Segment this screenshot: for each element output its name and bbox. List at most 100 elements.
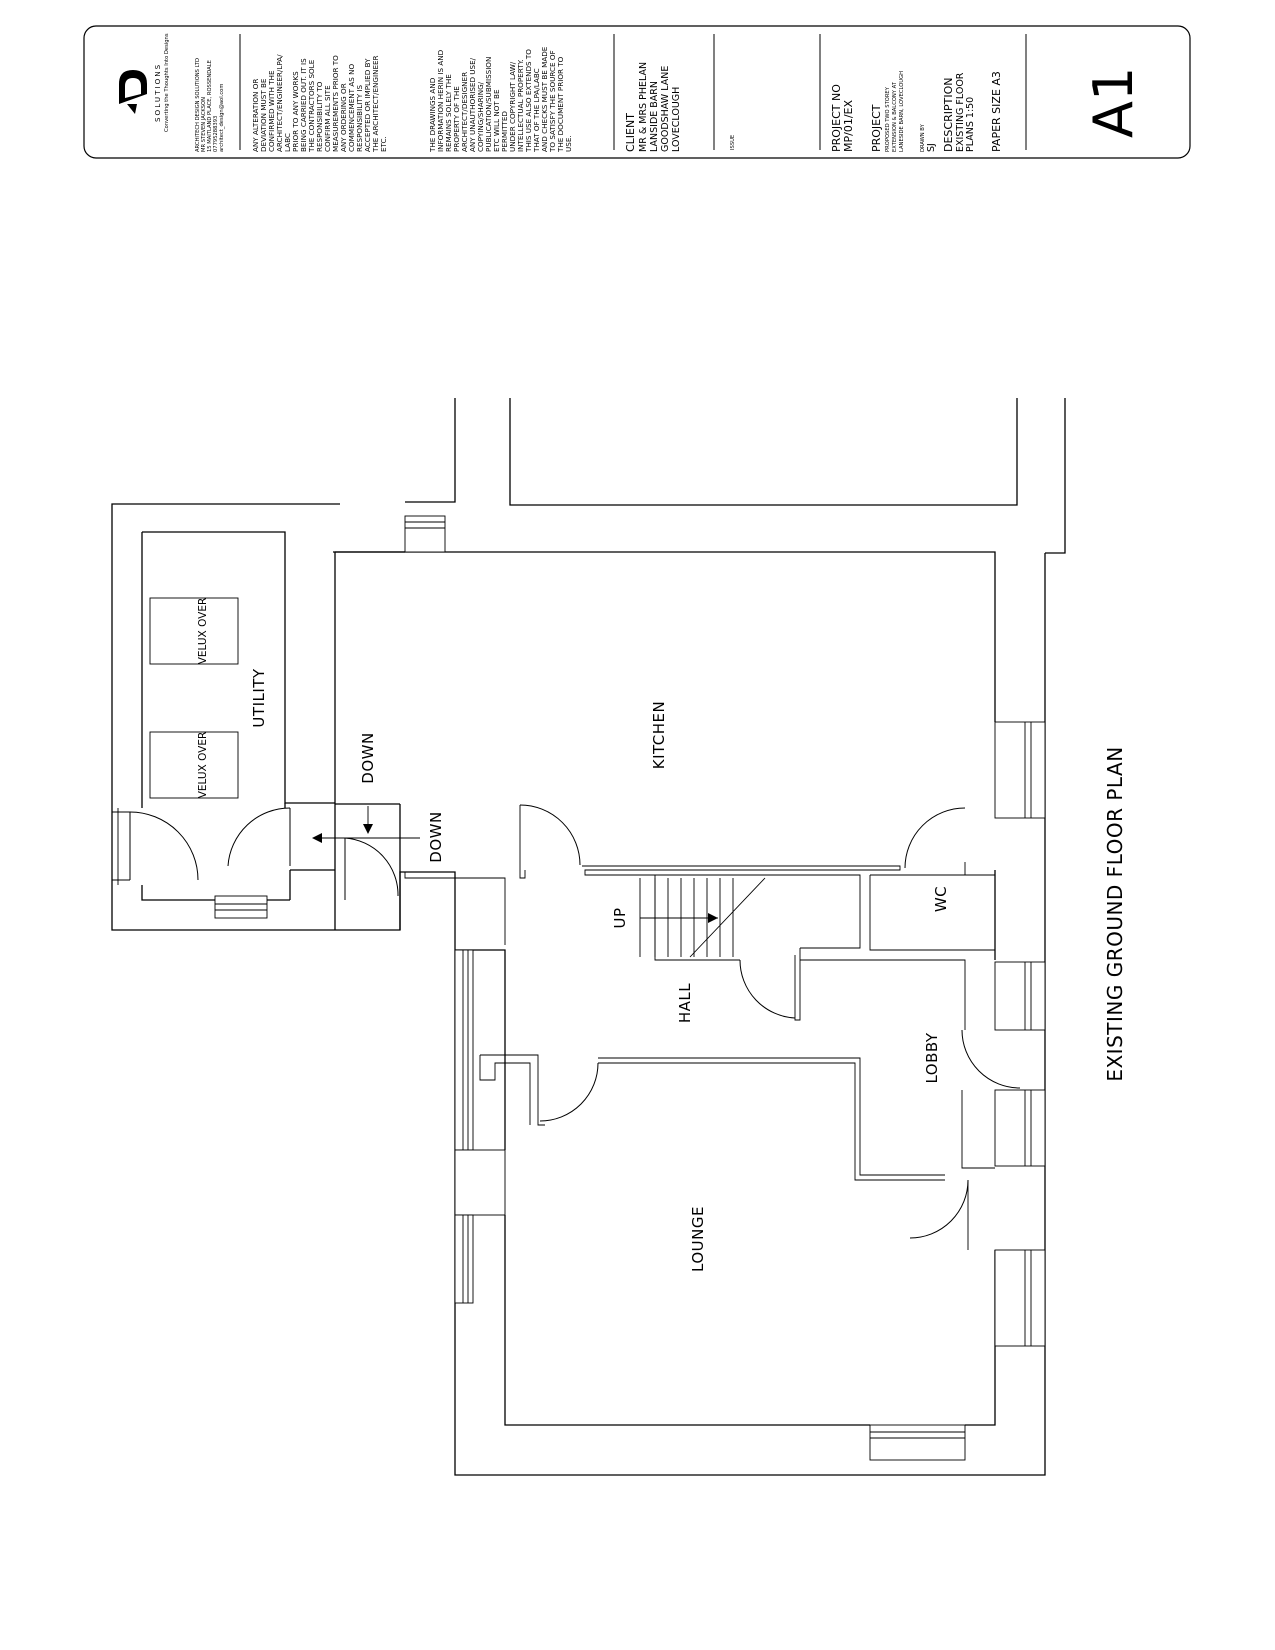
down-label: DOWN <box>359 732 377 783</box>
client-section: CLIENT MR & MRS PHELAN LANSIDE BARN GOOD… <box>624 62 682 152</box>
note-line: THE DRAWINGS AND <box>428 77 437 153</box>
lobby-door <box>961 1029 1021 1089</box>
disclaimer-note: ANY ALTERATION OR DEVIATION MUST BE CONF… <box>251 54 388 153</box>
description-label: DESCRIPTION <box>942 78 955 152</box>
window <box>994 1089 1046 1167</box>
note-line: THAT OF THE LPA/LABC <box>532 68 541 153</box>
company-line: MR STEVEN JACKSON <box>201 97 207 152</box>
note-line: THIS USE ALSO EXTENDS TO <box>524 49 533 153</box>
note-line: COMMENCEMENT AS NO <box>347 64 356 152</box>
window <box>454 1214 474 1304</box>
plan-title: EXISTING GROUND FLOOR PLAN <box>1103 746 1127 1081</box>
hall-door <box>739 959 796 1019</box>
stair-landing-door <box>344 837 399 900</box>
client-line: LOVECLOUGH <box>671 87 682 152</box>
window <box>994 1249 1046 1347</box>
project-section: PROJECT NO MP/01/EX PROJECT PROPOSED TWO… <box>830 71 1003 152</box>
room-label-wc: WC <box>932 886 950 912</box>
client-line: LANSIDE BARN <box>649 81 660 152</box>
company-line: 07795288393 <box>213 116 219 152</box>
title-block-frame <box>83 25 1191 159</box>
note-line: MEASUREMENTS PRIOR TO <box>331 55 340 152</box>
note-line: THE DOCUMENT PRIOR TO <box>556 56 565 153</box>
velux-rooflight: VELUX OVER <box>149 731 239 799</box>
lobby-lounge-door <box>909 1179 969 1239</box>
description-line: EXISTING FLOOR <box>955 72 966 152</box>
description-line: PLANS 1:50 <box>965 97 976 152</box>
note-line: COPYING/SHARING/ <box>476 81 485 152</box>
project-line: EXTENSION & BALCONY AT <box>892 81 898 152</box>
room-label-lobby: LOBBY <box>923 1032 941 1083</box>
lounge-door <box>539 1062 599 1122</box>
note-line: RESPONSIBILITY IS <box>355 84 364 152</box>
down-arrow <box>312 833 420 843</box>
logo-tagline: Converting the Thoughts Into Designs <box>164 33 170 132</box>
company-details: ARCHITECH DESIGN SOLUTIONS LTD MR STEVEN… <box>195 58 225 152</box>
company-logo: SOLUTIONS Converting the Thoughts Into D… <box>119 33 170 132</box>
window <box>404 515 446 553</box>
up-label: UP <box>611 907 629 928</box>
drawn-by-label: DRAWN BY <box>920 123 926 152</box>
company-line: ARCHITECH DESIGN SOLUTIONS LTD <box>195 58 201 152</box>
interior-walls <box>400 805 995 1250</box>
window <box>994 961 1046 1031</box>
window <box>454 1149 506 1216</box>
note-line: PERMITTED <box>500 111 509 152</box>
note-line: THE CONTRACTORS SOLE <box>307 59 316 153</box>
logo-text: SOLUTIONS <box>153 63 162 122</box>
kitchen-door <box>519 804 581 866</box>
project-line: LANESIDE BARN, LOVECLOUGH <box>899 71 905 152</box>
note-line: TO SATISFY THE SOURCE OF <box>548 50 557 153</box>
note-line: ARCHITECT/ENGINEER/LPA/ <box>275 54 284 152</box>
wc-door <box>904 807 966 869</box>
drawn-by: SJ <box>926 143 937 152</box>
note-line: AND CHECKS MUST BE MADE <box>540 46 549 152</box>
floor-plan: VELUX OVER VELUX OVER <box>111 398 1127 1476</box>
client-line: GOODSHAW LANE <box>660 66 671 152</box>
project-line: PROPOSED TWO STOREY <box>885 86 891 152</box>
utility-door-left <box>129 811 199 881</box>
company-line: 15 MAITLAND PLACE, ROSSENDALE <box>207 60 213 152</box>
sheet-number: A1 <box>1082 67 1145 138</box>
note-line: INTELLECTUAL PROPERTY. <box>516 59 525 152</box>
note-line: CONFIRMED WITH THE <box>267 70 276 152</box>
note-line: ANY UNAUTHORISED USE/ <box>468 57 477 152</box>
note-line: USE. <box>564 135 573 152</box>
window <box>994 721 1046 819</box>
utility-walls <box>111 503 340 931</box>
note-line: REMAINS SOLELY THE <box>444 74 453 152</box>
note-line: LABC <box>283 133 292 152</box>
room-label-hall: HALL <box>676 983 694 1023</box>
note-line: ARCHITECT/DESIGNER <box>460 72 469 152</box>
down-label: DOWN <box>427 811 445 862</box>
utility-door-right <box>227 807 291 867</box>
note-line: ANY ORDERING OR <box>339 83 348 152</box>
issue-label: ISSUE <box>730 135 736 150</box>
project-no: MP/01/EX <box>842 100 855 152</box>
note-line: DEVIATION MUST BE <box>259 78 268 152</box>
copyright-note: THE DRAWINGS AND INFORMATION HERIN IS AN… <box>428 46 573 153</box>
velux-label: VELUX OVER <box>197 598 209 665</box>
note-line: INFORMATION HERIN IS AND <box>436 49 445 152</box>
room-label-utility: UTILITY <box>250 668 268 728</box>
client-label: CLIENT <box>624 113 637 152</box>
utility-window <box>214 895 268 919</box>
note-line: THE ARCHITECT/ENGINEER <box>371 55 380 153</box>
note-line: PRIOR TO ANY WORKS <box>291 71 300 152</box>
down-arrow <box>363 806 373 834</box>
note-line: BEING CARRIED OUT. IT IS <box>299 58 308 152</box>
velux-label: VELUX OVER <box>197 732 209 799</box>
note-line: UNDER COPYRIGHT LAW/ <box>508 61 517 152</box>
note-line: RESPONSIBILITY TO <box>315 81 324 152</box>
window <box>869 1424 966 1461</box>
company-line: architect_design@aol.com <box>219 84 225 152</box>
paper-size: PAPER SIZE A3 <box>990 71 1003 152</box>
title-block: SOLUTIONS Converting the Thoughts Into D… <box>83 25 1191 159</box>
note-line: ACCEPTED OR IMPLIED BY <box>363 58 372 152</box>
client-line: MR & MRS PHELAN <box>638 62 649 152</box>
note-line: CONFIRM ALL SITE <box>323 85 332 152</box>
note-line: ETC. <box>379 136 388 152</box>
window <box>454 949 474 1151</box>
staircase <box>639 877 766 958</box>
